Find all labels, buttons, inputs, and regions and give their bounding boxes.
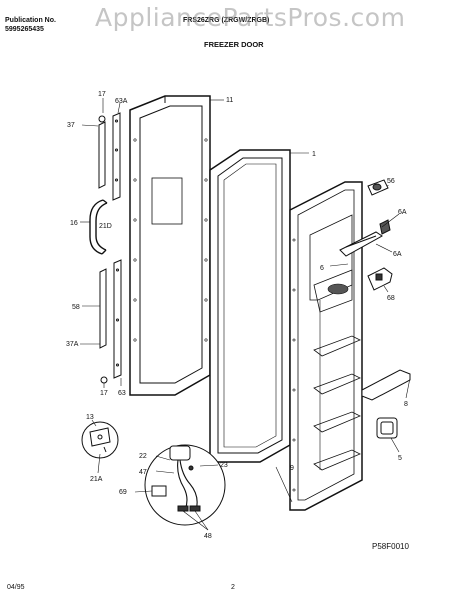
footer-date: 04/95	[7, 584, 25, 591]
watermark: AppliancePartsPros.com	[95, 3, 406, 32]
inner-door-liner	[289, 181, 363, 511]
section-title: FREEZER DOOR	[204, 40, 264, 49]
cap-5	[376, 417, 398, 439]
label-63A: 63A	[115, 98, 128, 105]
label-37A: 37A	[66, 341, 79, 348]
label-13: 13	[86, 414, 94, 421]
publication-label: Publication No.	[5, 17, 56, 24]
diagram-code: P58F0010	[372, 542, 409, 551]
label-1: 1	[312, 151, 316, 158]
label-6: 6	[320, 265, 324, 272]
label-58-left: 58	[72, 304, 80, 311]
leader-lines	[80, 98, 411, 531]
shelf-trim-8	[361, 369, 411, 401]
label-47: 47	[139, 469, 147, 476]
publication-number: 5995265435	[5, 26, 44, 33]
door-handle	[89, 199, 108, 255]
lower-trim-strips	[99, 259, 122, 384]
label-48: 48	[204, 533, 212, 540]
label-6A-mid: 6A	[393, 251, 402, 258]
detail-circle-hinge	[81, 421, 119, 459]
ice-chute-door	[367, 179, 389, 196]
label-17-bottom: 17	[100, 390, 108, 397]
door-gasket	[209, 149, 291, 463]
label-16: 16	[70, 220, 78, 227]
model-number: FRS26ZRG (ZRGW/ZRGB)	[183, 17, 270, 24]
label-56: 56	[387, 178, 395, 185]
dispenser-bar-6A	[339, 231, 383, 257]
outer-door-panel	[129, 95, 211, 396]
detail-circle-wiring	[144, 444, 226, 526]
part-labels: 17 63A 11 37 16 21D 58 37A 17 63 1 56 6A…	[66, 91, 408, 540]
label-5: 5	[398, 455, 402, 462]
label-23: 23	[220, 462, 228, 469]
label-11: 11	[226, 97, 233, 104]
footer-page-number: 2	[231, 584, 235, 591]
label-68: 68	[387, 295, 395, 302]
label-21A: 21A	[90, 476, 103, 483]
label-69: 69	[119, 489, 127, 496]
label-8: 8	[404, 401, 408, 408]
label-6A-top: 6A	[398, 209, 407, 216]
actuator-68	[367, 267, 393, 291]
label-21D: 21D	[99, 223, 112, 230]
dispenser-lever-6A	[379, 219, 391, 235]
label-9: 9	[290, 465, 294, 472]
label-17-top: 17	[98, 91, 106, 98]
label-37: 37	[67, 122, 75, 129]
label-22: 22	[139, 453, 147, 460]
label-63: 63	[118, 390, 126, 397]
upper-trim-strips	[98, 112, 121, 201]
